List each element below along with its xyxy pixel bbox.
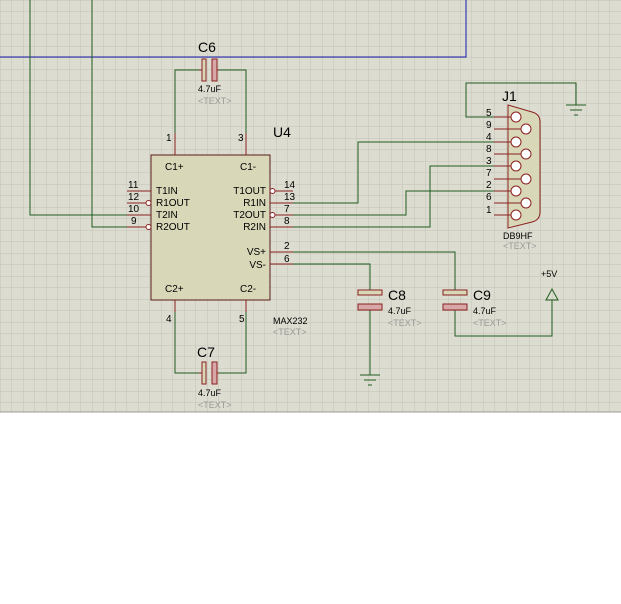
pin-num-7: 7 [284,204,290,215]
pin-name-c1-plus: C1+ [165,162,184,173]
capacitor-c6: C6 4.7uF <TEXT> [198,39,232,106]
c6-value-label: 4.7uF [198,84,222,94]
power-5v: +5V [541,269,559,301]
j1-pin-2: 2 [486,180,492,191]
connector-pin-sockets [510,111,532,221]
c6-placeholder-label: <TEXT> [198,96,232,106]
c7-value-label: 4.7uF [198,388,222,398]
c9-plate-negative [442,303,468,311]
wire-r1in [293,141,502,204]
pin-num-9: 9 [131,216,137,227]
pin-num-12: 12 [128,192,140,203]
pin-num-2: 2 [284,241,290,252]
pin-num-13: 13 [284,192,296,203]
pin-name-t1out: T1OUT [233,186,266,197]
j1-pin-6: 6 [486,192,492,203]
pin-name-r1out: R1OUT [156,198,190,209]
chip-placeholder-label: <TEXT> [273,327,307,337]
pin-name-r2out: R2OUT [156,222,190,233]
ground-j1-icon [566,104,586,116]
pin-name-t2out: T2OUT [233,210,266,221]
c8-placeholder-label: <TEXT> [388,318,422,328]
capacitor-c9: C9 4.7uF <TEXT> [442,287,507,328]
pin-name-r1in: R1IN [243,198,266,209]
pin-name-c1-minus: C1- [240,162,256,173]
c7-ref-label: C7 [197,344,215,360]
c6-ref-label: C6 [198,39,216,55]
wire-t2out [293,190,502,216]
wire-c7-right [219,312,247,374]
c9-placeholder-label: <TEXT> [473,318,507,328]
wire-vs-plus [293,251,456,290]
pin-name-vs-plus: VS+ [247,247,266,258]
pin-num-5: 5 [239,314,245,325]
pin-num-11: 11 [128,180,139,191]
c6-plate-positive [201,58,207,82]
pin-num-10: 10 [128,204,140,215]
c6-plate-negative [211,58,218,82]
power-arrow-icon [545,287,559,301]
j1-part-label: DB9HF [503,231,533,241]
pin-name-t2in: T2IN [156,210,178,221]
c8-plate-negative [357,303,383,311]
pin-name-c2-plus: C2+ [165,284,184,295]
j1-ref-label: J1 [502,88,517,104]
chip-ref-label: U4 [273,124,291,140]
chip-body [150,154,271,301]
pin-name-vs-minus: VS- [249,260,266,271]
chip-pin-stubs [127,133,293,312]
connector-shell [507,104,541,229]
wire-r2in [293,165,502,228]
c7-plate-positive [201,361,207,385]
c8-value-label: 4.7uF [388,306,412,316]
db9-connector: 5 9 4 8 3 7 2 6 1 J1 DB9HF <TEXT> [486,88,541,251]
c8-plate-positive [357,289,383,296]
j1-placeholder-label: <TEXT> [503,241,537,251]
pin-num-4: 4 [166,314,172,325]
capacitor-c7: C7 4.7uF <TEXT> [197,344,232,410]
pin-name-c2-minus: C2- [240,284,256,295]
j1-pin-8: 8 [486,144,492,155]
j1-pin-9: 9 [486,120,492,131]
sheet-border [0,0,467,58]
wire-t2in [29,0,146,216]
pin-num-3: 3 [238,133,244,144]
wire-c7-left [174,312,199,374]
j1-pin-5: 5 [486,108,492,119]
pin-num-6: 6 [284,254,290,265]
pin-num-1: 1 [166,133,172,144]
j1-pin-7: 7 [486,168,492,179]
c8-ref-label: C8 [388,287,406,303]
pin-num-14: 14 [284,180,296,191]
pin-num-8: 8 [284,216,290,227]
pin-name-r2in: R2IN [243,222,266,233]
c9-ref-label: C9 [473,287,491,303]
ground-c8-icon [360,374,380,386]
max232-chip: 1 3 C1+ C1- 4 5 C2+ C2- 11 12 10 9 T1IN … [127,124,308,337]
wire-c6-left [174,69,199,133]
capacitor-c8: C8 4.7uF <TEXT> [357,287,422,328]
c7-placeholder-label: <TEXT> [198,400,232,410]
power-label: +5V [541,269,557,279]
wire-vs-minus [293,263,371,290]
pin-name-t1in: T1IN [156,186,178,197]
wire-j1-ground [465,82,577,118]
j1-pin-3: 3 [486,156,492,167]
chip-part-label: MAX232 [273,316,308,326]
chip-inversion-bubbles [145,188,276,230]
j1-pin-4: 4 [486,132,492,143]
c9-value-label: 4.7uF [473,306,497,316]
j1-pin-1: 1 [486,205,492,216]
wire-c9-power [454,300,553,337]
c7-plate-negative [211,361,218,385]
wire-c6-right [219,69,247,133]
c9-plate-positive [442,289,468,296]
